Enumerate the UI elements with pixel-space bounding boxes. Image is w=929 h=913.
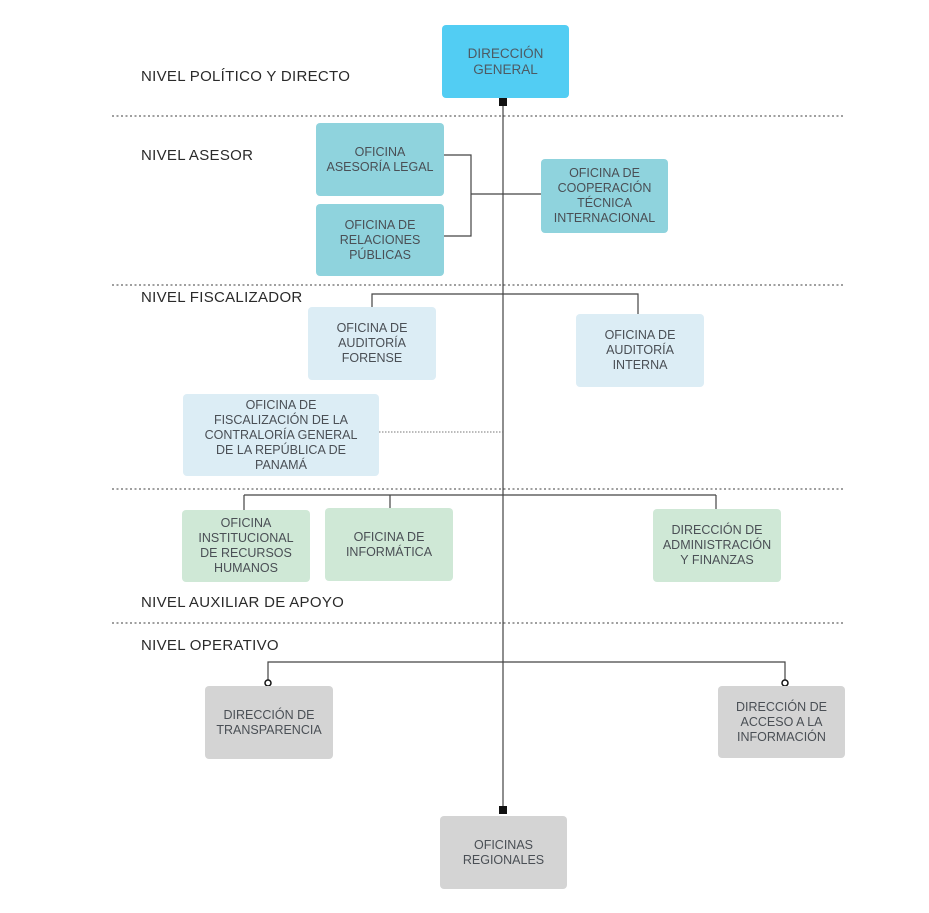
node-relaciones-publicas: OFICINA DE RELACIONES PÚBLICAS: [316, 204, 444, 276]
node-label: DIRECCIÓN GENERAL: [467, 45, 544, 77]
node-administracion-finanzas: DIRECCIÓN DE ADMINISTRACIÓN Y FINANZAS: [653, 509, 781, 582]
node-label: DIRECCIÓN DE ADMINISTRACIÓN Y FINANZAS: [662, 523, 772, 567]
node-fiscalizacion-contraloria: OFICINA DE FISCALIZACIÓN DE LA CONTRALOR…: [183, 394, 379, 476]
level-label-auxiliar: NIVEL AUXILIAR DE APOYO: [141, 594, 345, 611]
asesor-bracket: [444, 154, 472, 237]
operativo-branch: [267, 661, 786, 682]
node-informatica: OFICINA DE INFORMÁTICA: [325, 508, 453, 581]
node-direccion-general: DIRECCIÓN GENERAL: [442, 25, 569, 98]
node-label: OFICINA ASESORÍA LEGAL: [326, 144, 434, 174]
node-label: OFICINA DE AUDITORÍA INTERNA: [604, 328, 676, 372]
node-label: OFICINA DE COOPERACIÓN TÉCNICA INTERNACI…: [553, 166, 656, 225]
node-oficinas-regionales: OFICINAS REGIONALES: [440, 816, 567, 889]
level-label-fiscalizador: NIVEL FISCALIZADOR: [141, 289, 303, 306]
node-cooperacion-tecnica: OFICINA DE COOPERACIÓN TÉCNICA INTERNACI…: [541, 159, 668, 233]
trunk-bottom-marker: [499, 806, 507, 814]
fiscalizador-branch: [371, 293, 639, 314]
level-label-politico: NIVEL POLÍTICO Y DIRECTO: [141, 68, 351, 85]
node-label: DIRECCIÓN DE ACCESO A LA INFORMACIÓN: [736, 699, 827, 744]
node-label: OFICINA DE RELACIONES PÚBLICAS: [339, 217, 421, 262]
trunk-top-marker: [499, 98, 507, 106]
node-label: OFICINA DE INFORMÁTICA: [345, 529, 433, 559]
node-recursos-humanos: OFICINA INSTITUCIONAL DE RECURSOS HUMANO…: [182, 510, 310, 582]
node-asesoria-legal: OFICINA ASESORÍA LEGAL: [316, 123, 444, 196]
node-auditoria-forense: OFICINA DE AUDITORÍA FORENSE: [308, 307, 436, 380]
node-label: DIRECCIÓN DE TRANSPARENCIA: [216, 707, 322, 737]
node-label: OFICINA DE FISCALIZACIÓN DE LA CONTRALOR…: [204, 397, 358, 472]
level-label-operativo: NIVEL OPERATIVO: [141, 637, 279, 654]
level-label-asesor: NIVEL ASESOR: [141, 147, 254, 164]
node-label: OFICINAS REGIONALES: [462, 837, 545, 867]
node-transparencia: DIRECCIÓN DE TRANSPARENCIA: [205, 686, 333, 759]
node-acceso-informacion: DIRECCIÓN DE ACCESO A LA INFORMACIÓN: [718, 686, 845, 758]
node-label: OFICINA DE AUDITORÍA FORENSE: [336, 321, 408, 365]
node-auditoria-interna: OFICINA DE AUDITORÍA INTERNA: [576, 314, 704, 387]
node-label: OFICINA INSTITUCIONAL DE RECURSOS HUMANO…: [198, 516, 294, 575]
